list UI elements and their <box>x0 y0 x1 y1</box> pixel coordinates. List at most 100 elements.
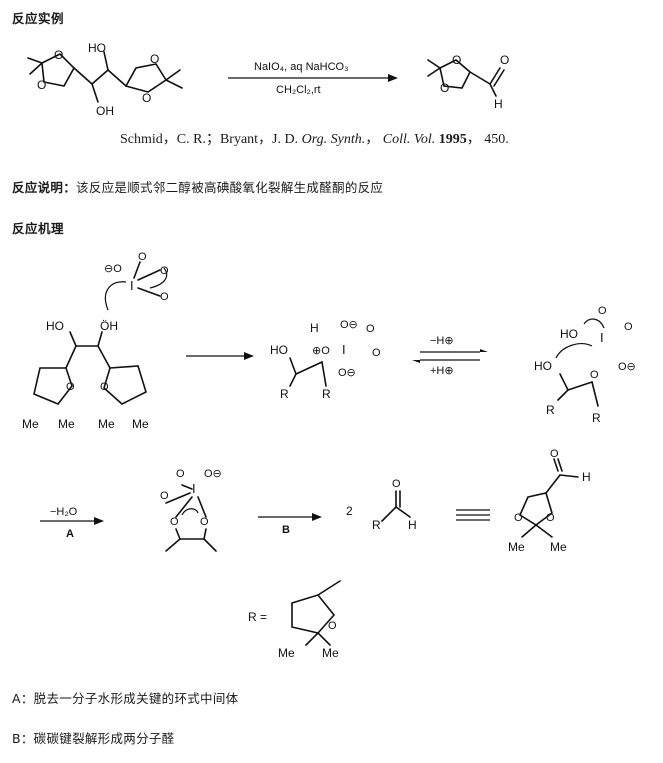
arrow-B-label: B <box>282 524 290 536</box>
mechanism-intermediate-2: HO I O O O⊖ HO O R R <box>534 305 636 425</box>
int1-R-1: R <box>280 387 289 401</box>
periodate-reagent: ⊖O I O O O <box>104 251 169 311</box>
int2-HO: HO <box>560 327 578 341</box>
example-reagent-bottom: CH₂Cl₂,rt <box>276 84 321 96</box>
aldehyde-R: R <box>372 518 381 532</box>
svg-text:O: O <box>100 381 109 393</box>
svg-text:I: I <box>192 481 196 496</box>
svg-text:O: O <box>160 291 169 303</box>
arrow-A-label: A <box>66 528 74 540</box>
svg-text:O: O <box>176 468 185 480</box>
svg-text:⊖O: ⊖O <box>104 263 122 275</box>
svg-text:O: O <box>170 516 179 528</box>
int1-H: H <box>310 321 319 335</box>
reference-year: 1995 <box>438 132 467 147</box>
mechanism-scheme-row-1: ⊖O I O O O HO ÖH O O Me Me Me Me HO H ⊕O… <box>22 251 636 431</box>
example-product: O O O H <box>427 53 509 111</box>
example-HO-label: HO <box>88 41 106 55</box>
svg-text:O: O <box>624 321 633 333</box>
example-reagent-top: NaIO₄, aq NaHCO₃ <box>254 61 349 73</box>
int2-R-2: R <box>592 411 601 425</box>
int1-R-2: R <box>322 387 331 401</box>
product-aldehyde-H: H <box>494 97 503 111</box>
product-ring-oxygen-2: O <box>440 81 449 95</box>
equivalence-sign <box>456 509 490 521</box>
mechanism-intermediate-1: HO H ⊕O I O⊖ O O O⊖ R R <box>270 319 381 401</box>
acetonide-Me-1: Me <box>508 540 525 554</box>
mech-Me-3: Me <box>98 417 115 431</box>
ring-oxygen-label: O <box>54 48 63 62</box>
mechanism-arrow-B: B <box>258 513 322 536</box>
svg-text:O: O <box>138 251 147 263</box>
mechanism-heading: 反应机理 <box>12 221 65 236</box>
svg-text:O⊖: O⊖ <box>204 468 222 480</box>
description-heading: 反应说明： <box>12 180 77 195</box>
product-carbonyl-oxygen: O <box>500 53 509 67</box>
int2-R-1: R <box>546 403 555 417</box>
arrow-plus-H: +H⊕ <box>430 365 454 377</box>
ring-oxygen-label-2: O <box>37 78 46 92</box>
description-line: 反应说明：该反应是顺式邻二醇被高碘酸氧化裂解生成醛酮的反应 <box>12 177 383 196</box>
svg-text:O⊖: O⊖ <box>340 319 358 331</box>
reference-journal: Org. Synth. <box>301 132 366 147</box>
mech-Me-2: Me <box>58 417 75 431</box>
reference-volume: Coll. Vol. <box>382 132 436 147</box>
svg-text:O: O <box>160 265 169 277</box>
minus-water-label: −H₂O <box>50 506 78 518</box>
mech-Me-4: Me <box>132 417 149 431</box>
product-ring-oxygen: O <box>452 53 461 67</box>
mechanism-arrow-A: −H₂O A <box>40 506 104 540</box>
example-heading: 反应实例 <box>12 11 65 26</box>
R-Me-2: Me <box>322 646 339 660</box>
ring-oxygen-label-4: O <box>142 91 151 105</box>
reference-citation: Schmid，C. R.；Bryant，J. D. Org. Synth.， C… <box>120 132 509 147</box>
svg-text:O: O <box>546 512 555 524</box>
stoichiometry-two: 2 <box>346 504 353 518</box>
mech-Me-1: Me <box>22 417 39 431</box>
description-text: 该反应是顺式邻二醇被高碘酸氧化裂解生成醛酮的反应 <box>76 180 384 195</box>
svg-text:O: O <box>200 516 209 528</box>
svg-text:⊕O: ⊕O <box>312 345 330 357</box>
svg-text:O: O <box>392 478 401 490</box>
reference-page: 450. <box>484 132 509 147</box>
svg-text:I: I <box>342 342 346 357</box>
arrow-minus-H: −H⊕ <box>430 335 454 347</box>
svg-text:O: O <box>66 381 75 393</box>
mechanism-scheme-row-2: −H₂O A O I O⊖ O O O B 2 R O H <box>40 448 591 554</box>
svg-text:I: I <box>600 330 604 345</box>
acetonide-aldehyde-H: H <box>582 470 591 484</box>
svg-text:O: O <box>372 347 381 359</box>
right-dioxolane-ring: O O <box>124 52 183 105</box>
int2-HO-2: HO <box>534 359 552 373</box>
svg-text:O: O <box>366 323 375 335</box>
glyceraldehyde-acetonide: O O O H Me Me <box>508 448 591 554</box>
aldehyde-H: H <box>408 518 417 532</box>
left-dioxolane-ring: O O <box>27 48 75 92</box>
example-OH-label: OH <box>96 104 114 118</box>
svg-text:O⊖: O⊖ <box>338 367 356 379</box>
diol-substrate: HO ÖH O O Me Me Me Me <box>22 319 149 431</box>
mech-HO-label: HO <box>46 319 64 333</box>
note-A: A：脱去一分子水形成关键的环式中间体 <box>12 691 239 706</box>
svg-text:O: O <box>328 620 337 632</box>
svg-text:O: O <box>160 490 169 502</box>
cyclic-periodate-ester: O I O⊖ O O O <box>160 468 222 552</box>
int1-HO: HO <box>270 343 288 357</box>
example-reaction-scheme: O O HO OH O O NaIO₄, aq NaHCO₃ CH₂Cl₂,rt… <box>27 41 509 118</box>
mechanism-equilibrium-arrow: −H⊕ +H⊕ <box>412 335 488 377</box>
aldehyde-product: 2 R O H <box>346 478 417 532</box>
acetonide-Me-2: Me <box>550 540 567 554</box>
R-Me-1: Me <box>278 646 295 660</box>
mech-OH-label: ÖH <box>100 319 118 333</box>
reference-authors: Schmid，C. R.；Bryant，J. D. <box>120 132 299 147</box>
svg-text:O: O <box>590 369 599 381</box>
svg-text:O: O <box>550 448 559 460</box>
ring-oxygen-label-3: O <box>150 52 159 66</box>
svg-text:I: I <box>130 278 134 293</box>
note-B: B：碳碳键裂解形成两分子醛 <box>12 731 175 746</box>
R-equals-label: R = <box>248 610 267 624</box>
svg-text:O⊖: O⊖ <box>618 361 636 373</box>
R-group-definition: R = O Me Me <box>248 580 341 660</box>
svg-text:O: O <box>598 305 607 317</box>
svg-text:O: O <box>514 512 523 524</box>
